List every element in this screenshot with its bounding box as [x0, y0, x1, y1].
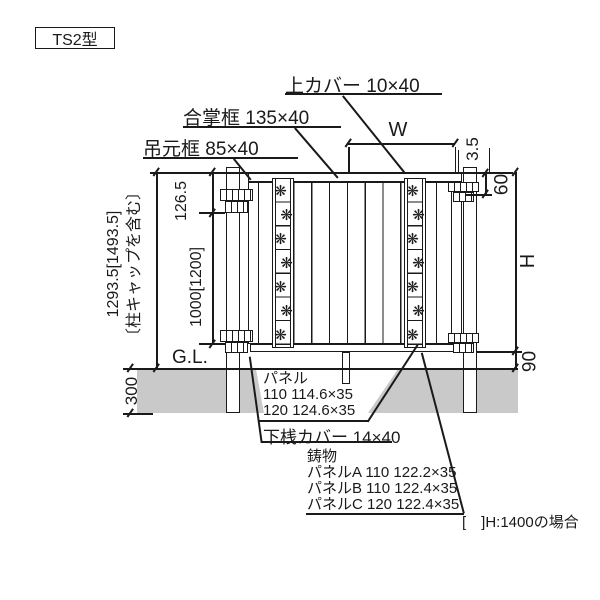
casting-spec-underline — [306, 513, 464, 515]
footnote: [ ]H:1400の場合 — [462, 514, 579, 531]
panel-spec-row: 120 124.6×35 — [263, 402, 356, 419]
casting-spec-row: パネルC 120 122.4×35 — [307, 496, 460, 513]
callout-bottom-cover: 下桟カバー 14×40 — [263, 428, 401, 447]
ground-line — [123, 368, 518, 370]
hinge-bottom-outer — [220, 330, 253, 342]
dim-tick — [451, 138, 459, 148]
cast-panel-frame — [407, 179, 423, 347]
dim-ext-3-5-b — [489, 148, 490, 173]
cast-flower-motif: ❋ — [274, 230, 287, 248]
dim-line-126-1000 — [212, 172, 214, 344]
dim-90-label: 90 — [519, 350, 541, 373]
latch-top-inner — [453, 192, 474, 202]
dim-126-5-label: 126.5 — [173, 180, 190, 222]
drawing-title: TS2型 — [52, 32, 98, 49]
cast-panel-frame — [275, 179, 291, 347]
dim-ext-W-left — [348, 147, 350, 173]
cast-flower-motif: ❋ — [274, 182, 287, 200]
latch-top-outer — [448, 182, 479, 192]
callout-meeting-stile-underline — [183, 126, 341, 128]
cast-flower-motif: ❋ — [406, 230, 419, 248]
cast-panel-left: ❋ ❋ ❋ ❋ ❋ ❋ ❋ — [272, 178, 294, 348]
cast-panel-motifs: ❋ ❋ ❋ ❋ ❋ ❋ ❋ — [405, 179, 425, 347]
cast-panel-right: ❋ ❋ ❋ ❋ ❋ ❋ ❋ — [404, 178, 426, 348]
dim-total-height-label: 1293.5[1493.5] 〔柱キャップを含む〕 — [103, 159, 145, 369]
cast-flower-motif: ❋ — [406, 182, 419, 200]
cast-flower-motif: ❋ — [406, 278, 419, 296]
dim-ext-3-5-a — [458, 150, 459, 173]
dim-total-height-note: 〔柱キャップを含む〕 — [126, 184, 143, 345]
leader-meeting-stile — [294, 127, 339, 179]
cast-flower-motif: ❋ — [280, 206, 293, 224]
dim-total-height-value: 1293.5[1493.5] — [105, 210, 122, 318]
drawing-title-box: TS2型 — [35, 27, 115, 49]
hinge-top-inner — [225, 201, 248, 213]
casting-spec-block: 鋳物 パネルA 110 122.2×35 パネルB 110 122.4×35 パ… — [307, 449, 459, 513]
dim-W-label: W — [388, 119, 408, 141]
callout-hinge-stile: 吊元框 85×40 — [143, 139, 259, 160]
dim-H-label: H — [517, 253, 539, 269]
gate-bottom-extension — [477, 351, 522, 353]
dim-line-60 — [485, 172, 487, 195]
panel-spec-title: パネル — [263, 370, 309, 387]
latch-bottom-outer — [448, 333, 479, 343]
dim-60-label: 60 — [491, 173, 513, 196]
cast-flower-motif: ❋ — [280, 302, 293, 320]
cast-flower-motif: ❋ — [412, 206, 425, 224]
panel-spec-row: 110 114.6×35 — [263, 386, 353, 403]
dim-line-H — [515, 172, 517, 369]
cast-flower-motif: ❋ — [274, 326, 287, 344]
cast-flower-motif: ❋ — [412, 254, 425, 272]
casting-spec-row: パネルB 110 122.4×35 — [307, 480, 458, 497]
callout-top-cover: 上カバー 10×40 — [285, 76, 420, 97]
dim-3-5-label: 3.5 — [463, 137, 482, 161]
hinge-top-outer — [220, 189, 253, 201]
top-extension-line — [150, 172, 513, 174]
dim-line-W — [348, 143, 455, 145]
embed-bottom-tick — [123, 413, 153, 415]
casting-spec-title: 鋳物 — [307, 448, 338, 465]
callout-hinge-stile-underline — [143, 157, 298, 159]
ground-level-label: G.L. — [172, 347, 208, 368]
panel-spec-block: パネル 110 114.6×35 120 124.6×35 — [263, 371, 355, 419]
dim-1000-label: 1000[1200] — [188, 246, 205, 328]
dim-300-label: 300 — [122, 376, 141, 406]
callout-top-cover-underline — [285, 93, 442, 95]
cast-flower-motif: ❋ — [406, 326, 419, 344]
dim-ext-W-right — [454, 147, 456, 173]
cast-panel-motifs: ❋ ❋ ❋ ❋ ❋ ❋ ❋ — [273, 179, 293, 347]
latch-bottom-inner — [453, 343, 474, 353]
casting-spec-row: パネルA 110 122.2×35 — [307, 464, 457, 481]
dim-60-tick — [466, 194, 492, 196]
cast-flower-motif: ❋ — [412, 302, 425, 320]
panel-spec-underline — [259, 420, 369, 422]
hinge-bottom-inner — [225, 342, 248, 353]
cast-flower-motif: ❋ — [280, 254, 293, 272]
dim-line-total-height — [156, 172, 158, 368]
cast-flower-motif: ❋ — [274, 278, 287, 296]
latch-post — [463, 167, 477, 413]
callout-meeting-stile: 合掌框 135×40 — [183, 108, 310, 129]
callout-bottom-cover-underline — [261, 441, 392, 443]
